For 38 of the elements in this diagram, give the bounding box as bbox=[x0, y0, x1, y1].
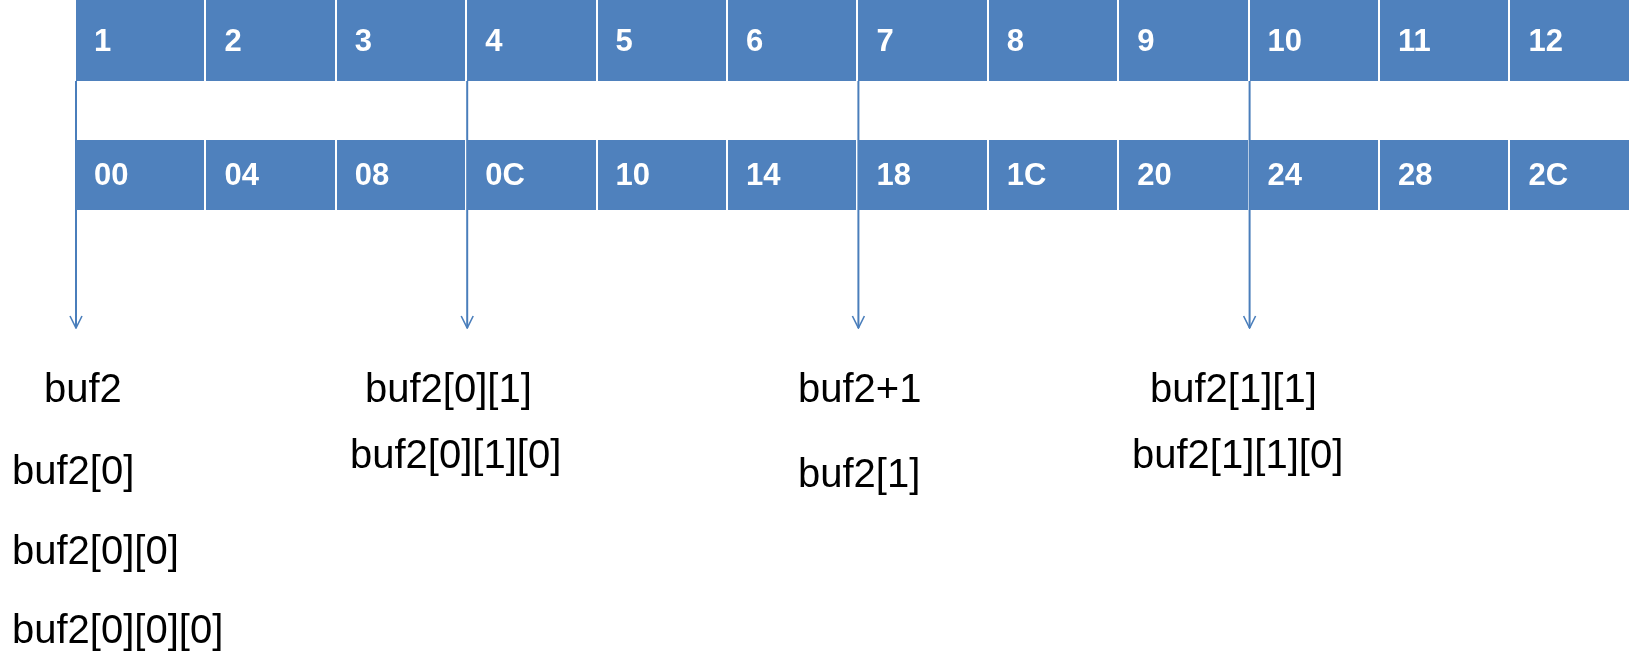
memory-cell: 5 bbox=[597, 0, 726, 81]
memory-cell: 2 bbox=[206, 0, 335, 81]
memory-cell: 7 bbox=[858, 0, 987, 81]
memory-cell: 11 bbox=[1380, 0, 1509, 81]
memory-cell: 10 bbox=[1249, 0, 1378, 81]
memory-cell: 6 bbox=[728, 0, 857, 81]
expression-label: buf2[0][0][0] bbox=[12, 609, 224, 649]
arrow bbox=[851, 80, 866, 329]
expression-label: buf2[0][0] bbox=[12, 530, 179, 570]
memory-cell: 24 bbox=[1249, 140, 1378, 210]
expression-label: buf2[0][1] bbox=[365, 368, 532, 408]
memory-cell: 2C bbox=[1510, 140, 1629, 210]
memory-cell: 1 bbox=[76, 0, 205, 81]
expression-label: buf2+1 bbox=[798, 368, 922, 408]
expression-label: buf2[1] bbox=[798, 453, 921, 493]
memory-cell: 1C bbox=[988, 140, 1118, 210]
arrow bbox=[69, 80, 83, 329]
memory-cell: 8 bbox=[988, 0, 1118, 81]
memory-cell: 9 bbox=[1119, 0, 1248, 81]
memory-cell: 18 bbox=[858, 140, 987, 210]
memory-cell: 28 bbox=[1380, 140, 1509, 210]
expression-label: buf2[0][1][0] bbox=[350, 434, 562, 474]
memory-cell: 00 bbox=[76, 140, 205, 210]
memory-cell: 4 bbox=[467, 0, 596, 81]
memory-cell: 12 bbox=[1510, 0, 1629, 81]
memory-cell: 3 bbox=[336, 0, 466, 81]
memory-cell: 14 bbox=[728, 140, 857, 210]
expression-label: buf2[0] bbox=[12, 450, 135, 490]
memory-cell: 10 bbox=[597, 140, 726, 210]
memory-cell: 20 bbox=[1119, 140, 1248, 210]
expression-label: buf2[1][1][0] bbox=[1132, 434, 1344, 474]
memory-cell: 08 bbox=[336, 140, 466, 210]
memory-cell: 04 bbox=[206, 140, 335, 210]
memory-cell: 0C bbox=[467, 140, 596, 210]
arrow bbox=[1242, 80, 1257, 329]
arrow bbox=[460, 80, 474, 329]
expression-label: buf2 bbox=[44, 368, 122, 408]
expression-label: buf2[1][1] bbox=[1150, 368, 1317, 408]
